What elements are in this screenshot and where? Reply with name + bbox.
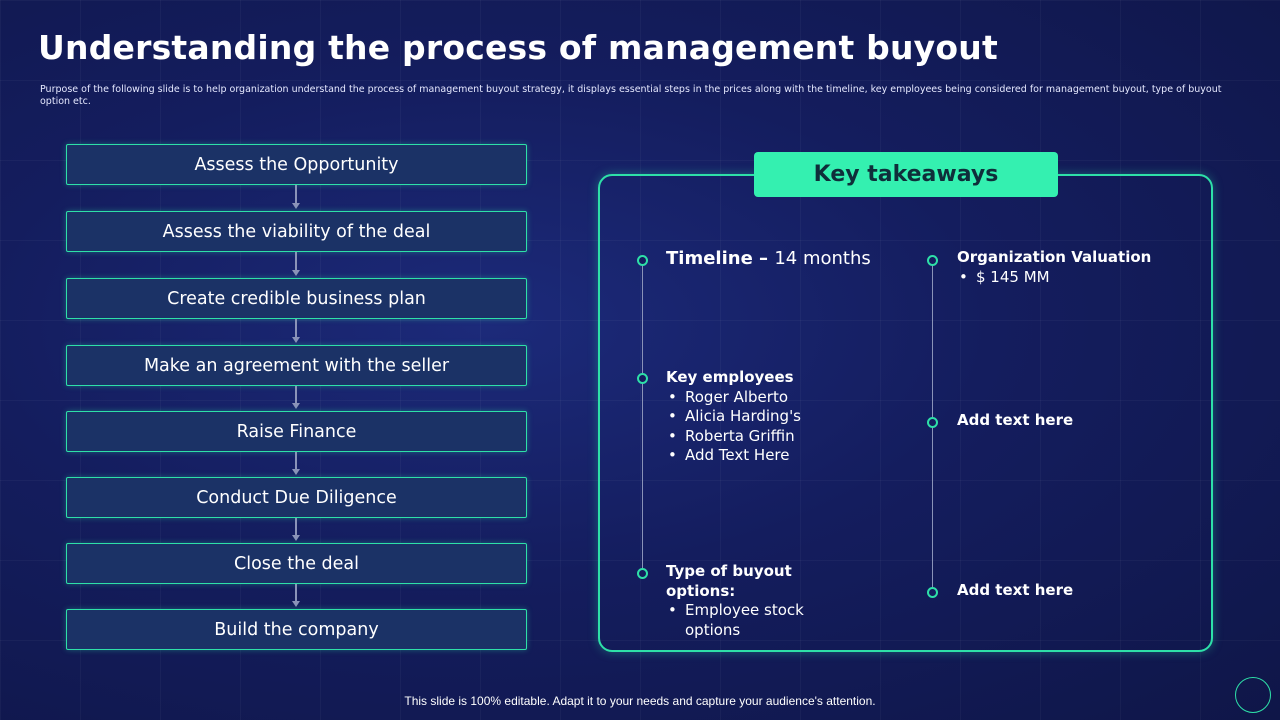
timeline-dot (637, 255, 648, 266)
step-6: Conduct Due Diligence (66, 477, 527, 518)
step-2: Assess the viability of the deal (66, 211, 527, 252)
timeline-dot (927, 417, 938, 428)
list-item: Employee stock options (666, 601, 856, 640)
arrow-2 (292, 252, 300, 276)
valuation-item: Organization Valuation $ 145 MM (957, 248, 1187, 287)
list-item: Alicia Harding's (666, 407, 866, 427)
employees-label: Key employees (666, 368, 794, 386)
timeline-separator: – (752, 248, 775, 269)
valuation-list: $ 145 MM (957, 268, 1187, 288)
footer-note: This slide is 100% editable. Adapt it to… (404, 694, 876, 708)
timeline-dot (927, 587, 938, 598)
arrow-5 (292, 452, 300, 475)
list-item: Add Text Here (666, 446, 866, 466)
list-item: $ 145 MM (957, 268, 1187, 288)
arrow-1 (292, 185, 300, 209)
placeholder-item: Add text here (957, 581, 1073, 601)
timeline-value: 14 months (774, 248, 871, 269)
placeholder-text: Add text here (957, 411, 1074, 429)
employees-item: Key employees Roger Alberto Alicia Hardi… (666, 368, 866, 466)
list-item: Roberta Griffin (666, 427, 866, 447)
step-7: Close the deal (66, 543, 527, 584)
timeline-dot (637, 568, 648, 579)
buyout-item: Type of buyout options: Employee stock o… (666, 562, 856, 640)
timeline-label: Timeline (666, 248, 753, 269)
buyout-list: Employee stock options (666, 601, 856, 640)
arrow-6 (292, 518, 300, 541)
takeaways-heading: Key takeaways (754, 152, 1058, 197)
buyout-label: Type of buyout options: (666, 562, 792, 600)
placeholder-text: Add text here (957, 581, 1074, 599)
step-5: Raise Finance (66, 411, 527, 452)
arrow-7 (292, 584, 300, 607)
timeline-line-left (642, 260, 643, 573)
placeholder-item: Add text here (957, 411, 1073, 431)
page-subtitle: Purpose of the following slide is to hel… (40, 84, 1222, 107)
step-4: Make an agreement with the seller (66, 345, 527, 386)
valuation-label: Organization Valuation (957, 248, 1152, 266)
employees-list: Roger Alberto Alicia Harding's Roberta G… (666, 388, 866, 466)
step-3: Create credible business plan (66, 278, 527, 319)
timeline-dot (637, 373, 648, 384)
page-title: Understanding the process of management … (38, 28, 998, 67)
timeline-dot (927, 255, 938, 266)
step-8: Build the company (66, 609, 527, 650)
arrow-4 (292, 386, 300, 409)
arrow-3 (292, 319, 300, 343)
step-1: Assess the Opportunity (66, 144, 527, 185)
corner-circle-icon (1235, 677, 1271, 713)
list-item: Roger Alberto (666, 388, 866, 408)
timeline-item: Timeline – 14 months (666, 249, 871, 269)
